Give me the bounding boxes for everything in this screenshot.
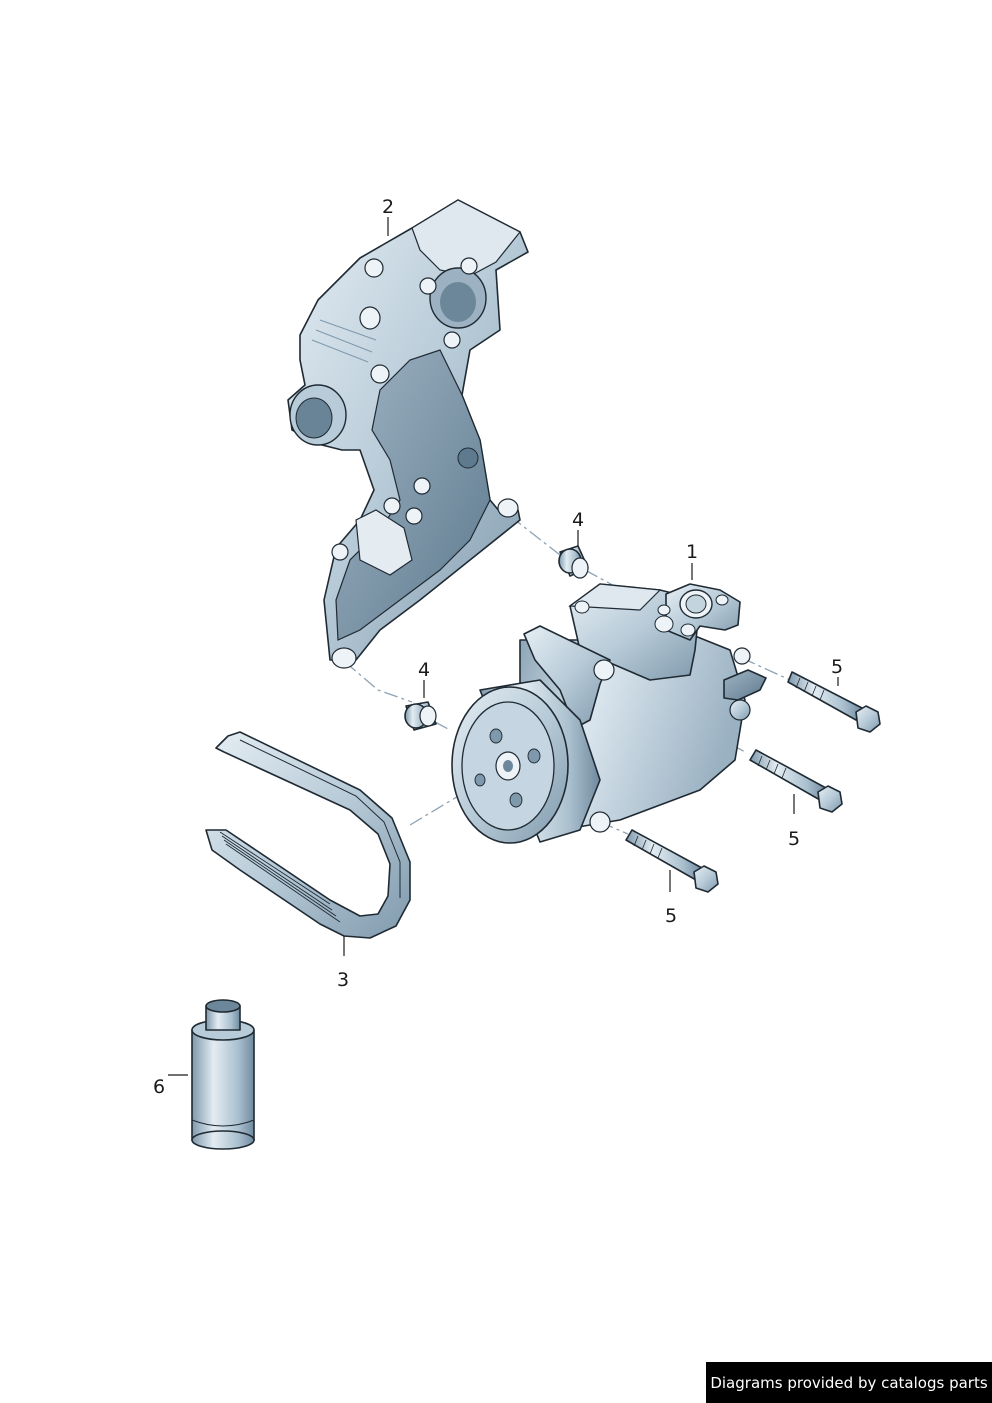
callout-6: 6 xyxy=(153,1076,165,1098)
callout-2: 2 xyxy=(382,196,394,218)
dowel-sleeve-lower xyxy=(404,701,437,731)
hex-bolt-middle xyxy=(749,749,843,813)
dowel-sleeve-upper xyxy=(558,545,589,579)
callout-5-top: 5 xyxy=(831,656,843,678)
callout-4-upper: 4 xyxy=(572,509,584,531)
callout-4-lower: 4 xyxy=(418,659,430,681)
callout-5-bottom: 5 xyxy=(665,905,677,927)
ribbed-belt xyxy=(205,731,411,939)
credit-banner: Diagrams provided by catalogs parts xyxy=(706,1362,992,1403)
callout-5-middle: 5 xyxy=(788,828,800,850)
hex-bolt-bottom xyxy=(625,829,719,893)
callout-1: 1 xyxy=(686,541,698,563)
mounting-bracket xyxy=(287,199,529,669)
hex-bolt-top xyxy=(787,671,881,733)
leader-lines xyxy=(168,217,839,1076)
ac-compressor xyxy=(451,583,767,844)
callout-3: 3 xyxy=(337,969,349,991)
lubricant-canister xyxy=(191,999,255,1150)
